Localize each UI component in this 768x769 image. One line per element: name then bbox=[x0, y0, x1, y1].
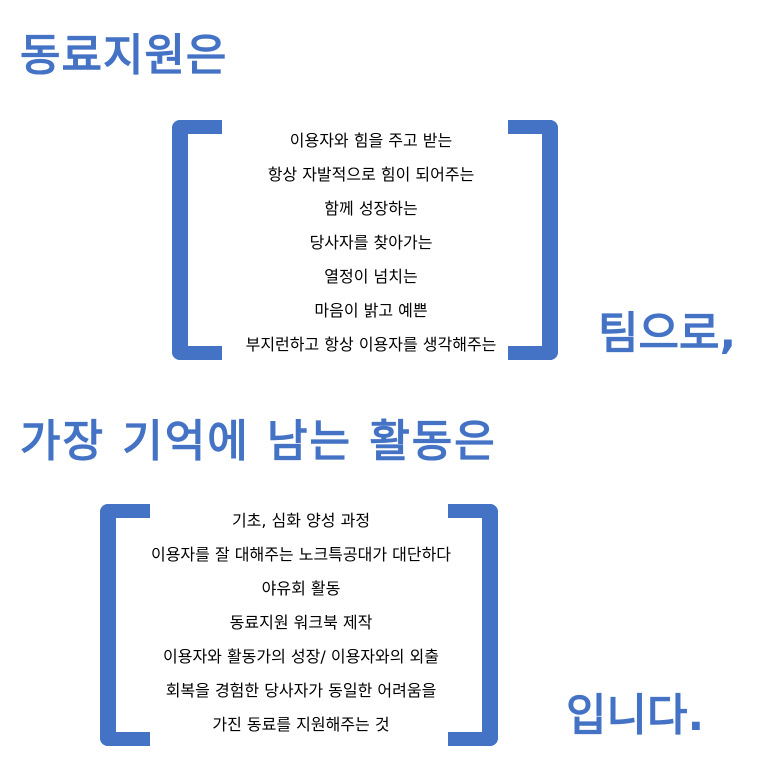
right-bracket-shape bbox=[508, 120, 558, 360]
right-bracket-shape bbox=[448, 504, 498, 746]
list-item: 회복을 경험한 당사자가 동일한 어려움을 bbox=[165, 681, 437, 700]
section1-list: 이용자와 힘을 주고 받는 항상 자발적으로 힘이 되어주는 함께 성장하는 당… bbox=[226, 124, 516, 362]
section1-heading: 동료지원은 bbox=[20, 30, 228, 81]
list-item: 열정이 넘치는 bbox=[324, 267, 418, 286]
list-item: 마음이 밝고 예쁜 bbox=[314, 301, 428, 320]
list-item: 동료지원 워크북 제작 bbox=[229, 613, 373, 632]
left-bracket-shape bbox=[172, 120, 222, 360]
list-item: 항상 자발적으로 힘이 되어주는 bbox=[267, 165, 475, 184]
section2-heading: 가장 기억에 남는 활동은 bbox=[20, 416, 497, 467]
section2-list: 기초, 심화 양성 과정 이용자를 잘 대해주는 노크특공대가 대단하다 야유회… bbox=[146, 504, 456, 742]
left-bracket-shape bbox=[100, 504, 150, 746]
section2-suffix: 입니다. bbox=[566, 690, 705, 741]
list-item: 이용자를 잘 대해주는 노크특공대가 대단하다 bbox=[150, 545, 452, 564]
list-item: 함께 성장하는 bbox=[324, 199, 418, 218]
list-item: 이용자와 활동가의 성장/ 이용자와의 외출 bbox=[163, 647, 439, 666]
list-item: 이용자와 힘을 주고 받는 bbox=[289, 131, 453, 150]
list-item: 기초, 심화 양성 과정 bbox=[231, 511, 371, 530]
list-item: 당사자를 찾아가는 bbox=[309, 233, 433, 252]
list-item: 야유회 활동 bbox=[261, 579, 341, 598]
section1-suffix: 팀으로, bbox=[598, 308, 737, 359]
list-item: 가진 동료를 지원해주는 것 bbox=[212, 715, 390, 734]
list-item: 부지런하고 항상 이용자를 생각해주는 bbox=[245, 335, 497, 354]
